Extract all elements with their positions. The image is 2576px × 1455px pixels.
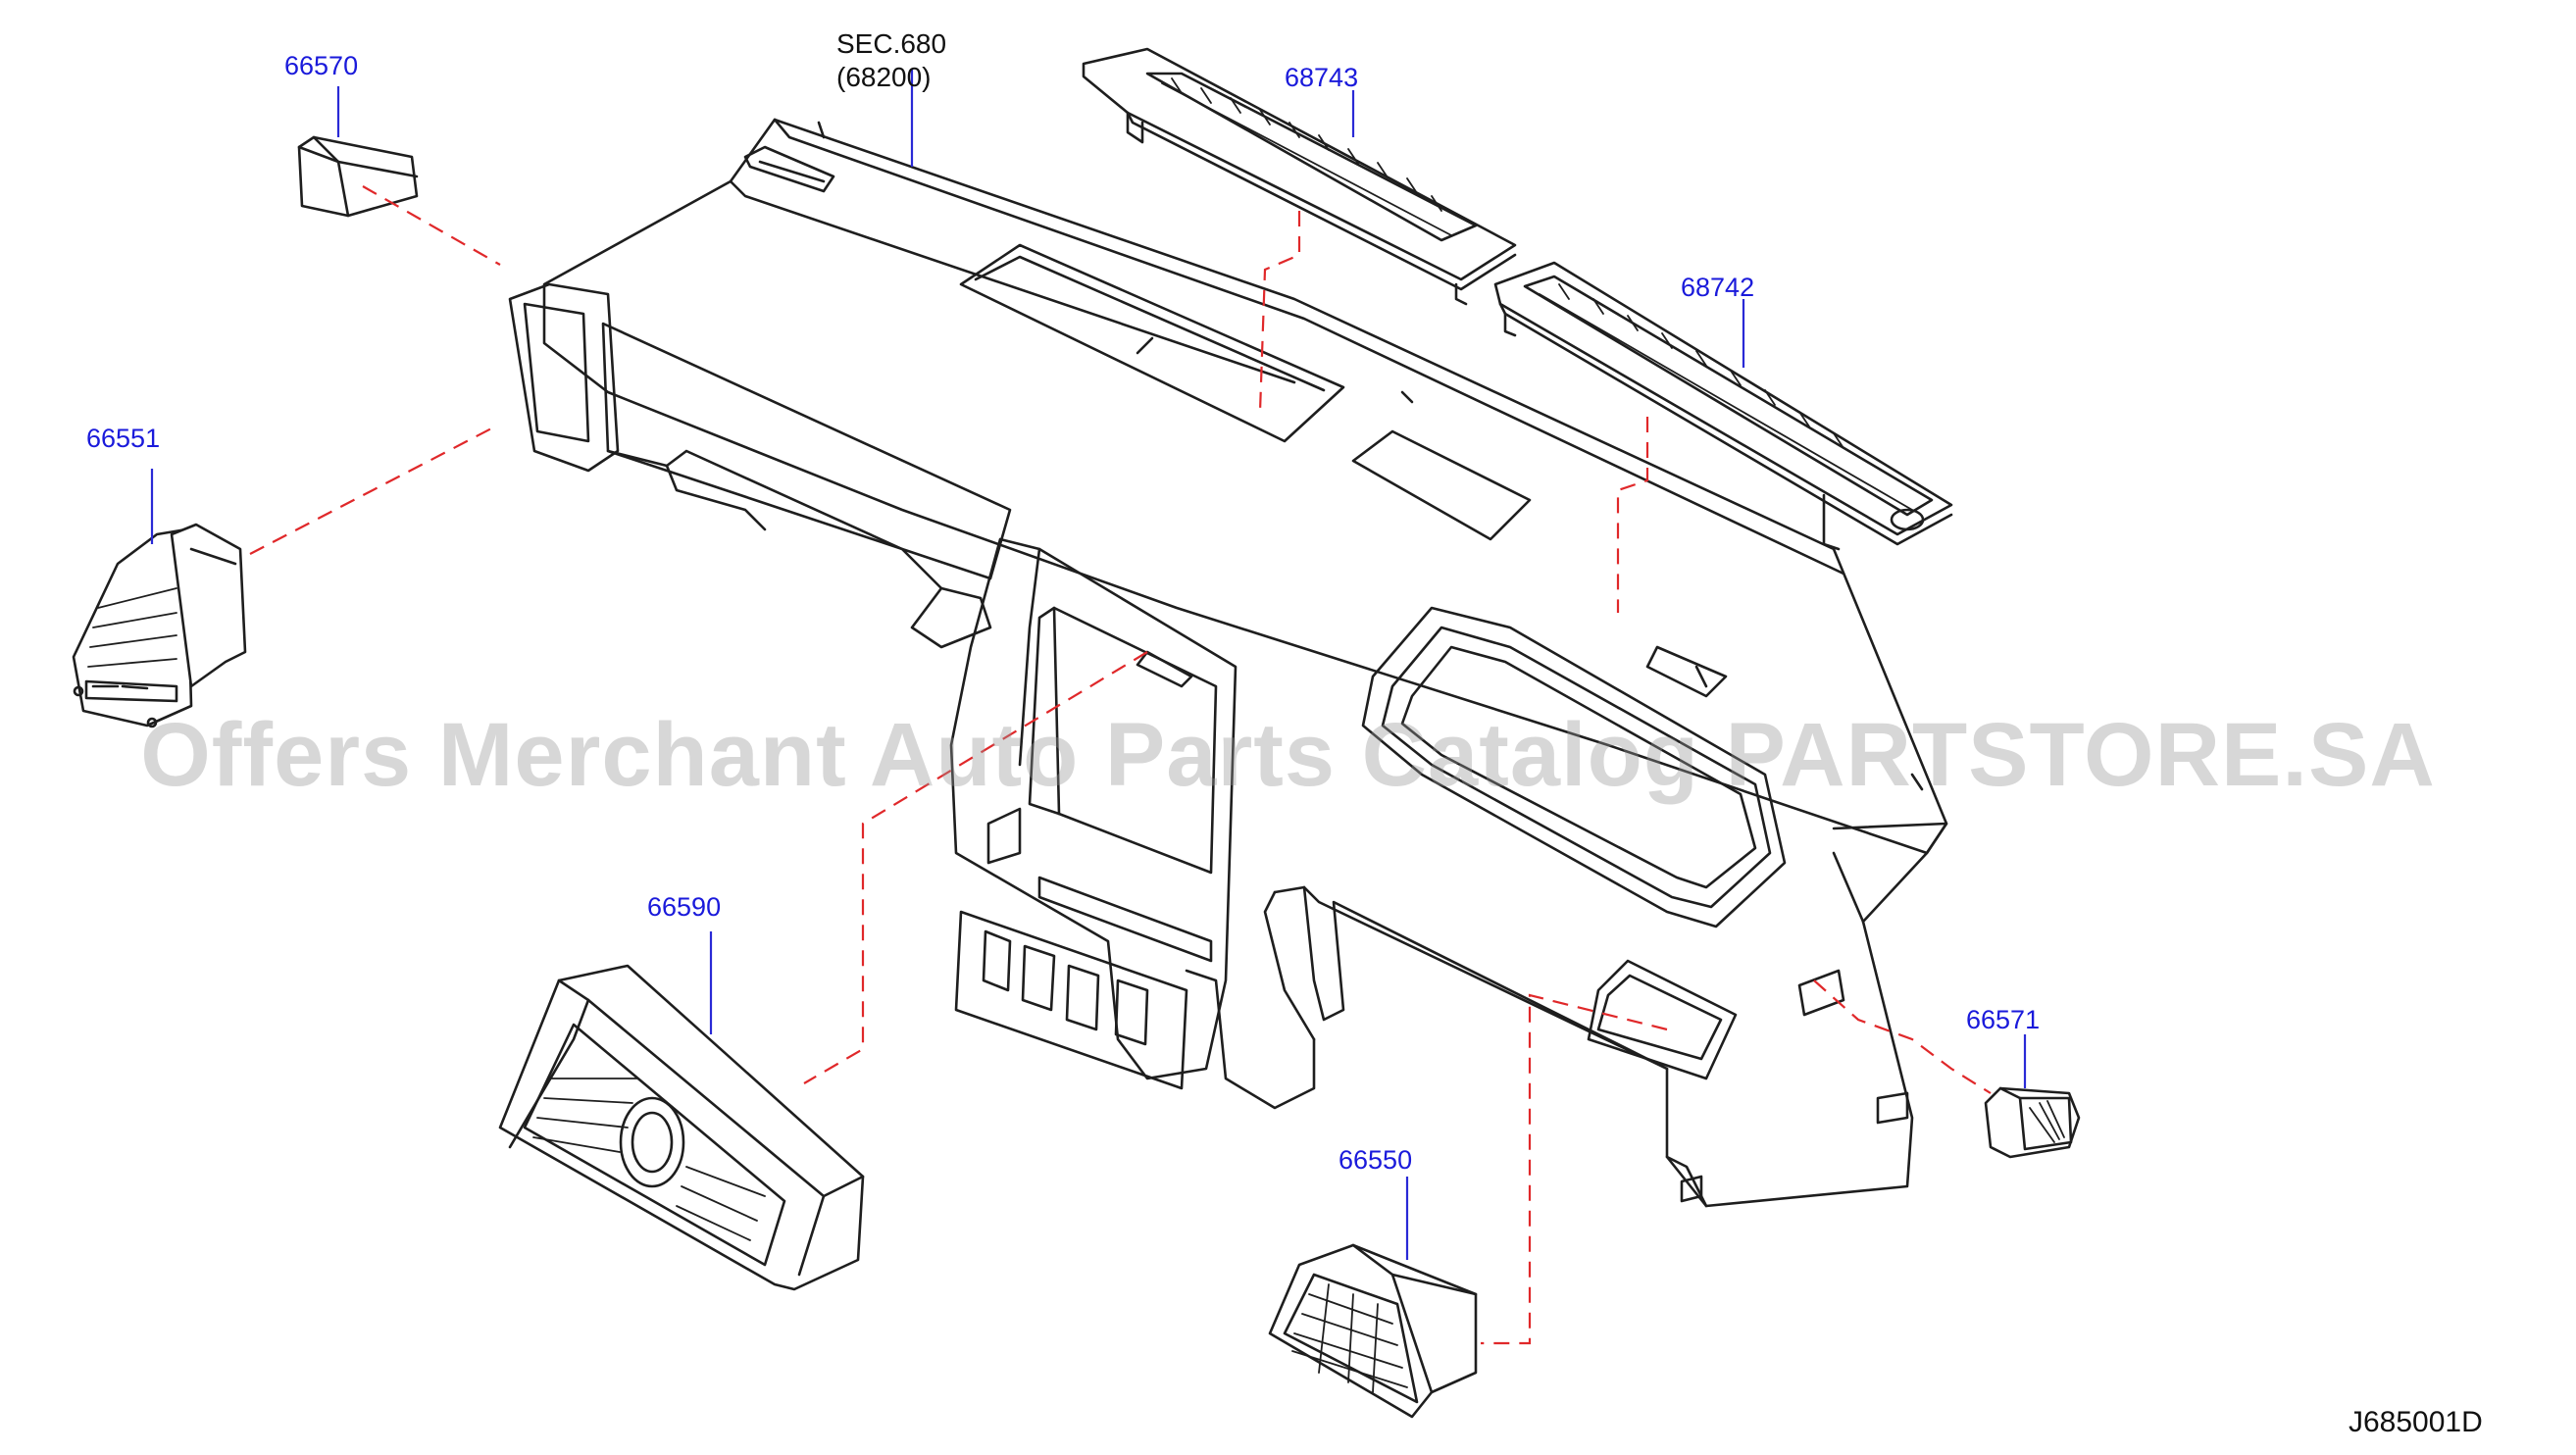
part-68743-defroster-grille [1082,47,1517,306]
callout-66590: 66590 [647,892,722,922]
callout-66570: 66570 [284,51,359,80]
callout-66550: 66550 [1339,1145,1413,1175]
watermark-text: Offers Merchant Auto Parts Catalog PARTS… [140,705,2436,805]
part-66571-side-vent [1984,1086,2081,1159]
part-66551-side-vent [72,523,247,728]
section-reference: SEC.680 (68200) [836,27,946,94]
callout-66551: 66551 [86,424,161,453]
callout-68743: 68743 [1285,63,1359,92]
part-66570-side-vent [297,135,419,218]
instrument-panel-body [508,118,1948,1208]
phantom-lines [249,185,1992,1345]
callout-68742: 68742 [1681,273,1755,302]
section-reference-line2: (68200) [836,62,932,92]
part-68742-defroster-grille [1493,261,1953,551]
diagram-code: J685001D [2349,1406,2483,1438]
leader-lines [150,69,2027,1260]
callout-66571: 66571 [1966,1005,2041,1034]
section-reference-line1: SEC.680 [836,28,947,59]
part-66550-center-vent [1268,1243,1478,1419]
part-66590-center-vent [498,964,865,1291]
